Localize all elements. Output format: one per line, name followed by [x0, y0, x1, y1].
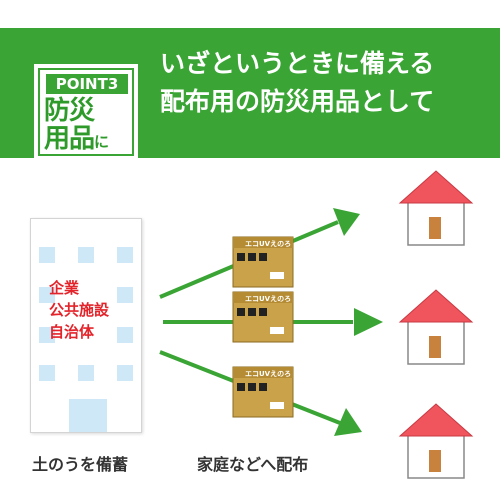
org-label-public-facility: 公共施設 — [49, 301, 110, 319]
badge-title-line2-main: 用品 — [44, 124, 95, 154]
house-icon — [398, 289, 474, 365]
badge-title-suffix: に — [94, 133, 109, 151]
box-brand-label: エコUVえのろ — [245, 369, 291, 378]
building-window — [39, 365, 55, 381]
building-window — [39, 287, 55, 303]
org-label-municipality: 自治体 — [49, 323, 95, 341]
caption-stockpile: 土のうを備蓄 — [32, 455, 129, 474]
office-building-icon: 企業 公共施設 自治体 — [30, 218, 142, 433]
box-brand-label: エコUVえのろ — [245, 294, 291, 303]
building-window — [39, 327, 55, 343]
building-window — [117, 327, 133, 343]
point-badge: POINT3 防災 用品に — [34, 64, 138, 160]
building-window — [78, 247, 94, 263]
arrow-head-icon — [354, 308, 383, 336]
point-badge-frame: POINT3 防災 用品に — [38, 68, 134, 156]
building-window — [117, 247, 133, 263]
badge-title-line2: 用品に — [44, 124, 109, 156]
house-icon — [398, 170, 474, 246]
headline-line2: 配布用の防災用品として — [160, 87, 435, 116]
org-label-company: 企業 — [49, 279, 80, 297]
header-banner: POINT3 防災 用品に いざというときに備える 配布用の防災用品として — [0, 28, 500, 160]
arrow-head-icon — [333, 208, 360, 236]
headline-line1: いざというときに備える — [160, 49, 435, 78]
cardboard-box-icon: エコUVえのろ — [232, 366, 294, 418]
building-window — [117, 365, 133, 381]
badge-title-line1: 防災 — [44, 96, 95, 126]
caption-distribute: 家庭などへ配布 — [197, 455, 309, 474]
building-entrance — [69, 399, 107, 432]
cardboard-box-icon: エコUVえのろ — [232, 236, 294, 288]
arrow-head-icon — [334, 408, 362, 436]
house-icon — [398, 403, 474, 479]
organization-labels: 企業 公共施設 自治体 — [49, 277, 109, 343]
box-brand-label: エコUVえのろ — [245, 239, 291, 248]
building-window — [39, 247, 55, 263]
building-window — [117, 287, 133, 303]
building-window — [78, 365, 94, 381]
point-label: POINT3 — [46, 74, 128, 94]
cardboard-box-icon: エコUVえのろ — [232, 291, 294, 343]
